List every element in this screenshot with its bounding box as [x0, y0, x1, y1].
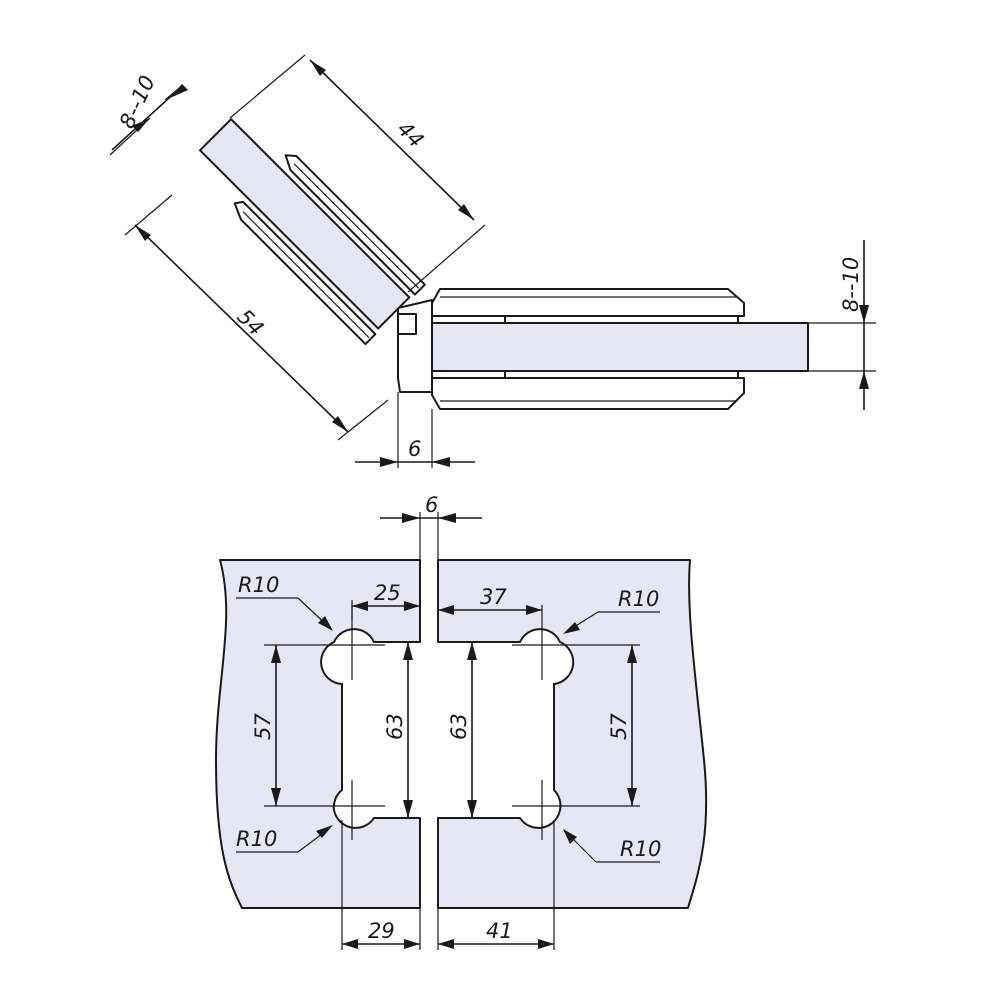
radius-top-left-label: R10 — [238, 573, 279, 597]
bottom-left-width-label: 29 — [368, 919, 395, 943]
left-hole-spacing-label: 57 — [251, 713, 275, 740]
dim-left-glass-thickness: 8--10 — [109, 72, 188, 156]
radius-bottom-left-label: R10 — [236, 827, 277, 851]
top-view: 8--10 8--10 44 54 — [109, 54, 876, 468]
dim-cutout-gap: 6 — [380, 493, 482, 560]
radius-top-right-label: R10 — [618, 587, 659, 611]
left-cutout-height-label: 63 — [383, 713, 407, 740]
dim-left-hole-spacing: 57 — [251, 644, 320, 807]
hinge-pin — [397, 313, 417, 335]
dim-top-right-width: 37 — [438, 585, 542, 615]
right-clamp-upper-plate — [431, 288, 745, 317]
cutout-gap-label: 6 — [425, 493, 438, 517]
dim-right-hole-spacing: 57 — [578, 644, 640, 807]
top-left-width-label: 25 — [374, 581, 401, 605]
dim-right-cutout-height: 63 — [442, 641, 520, 819]
dim-top-gap: 6 — [355, 392, 475, 468]
dim-right-glass-thickness: 8--10 — [808, 240, 876, 410]
right-glass-panel-cutout — [437, 559, 708, 909]
bottom-right-width-label: 41 — [486, 919, 513, 943]
right-glass-thickness-label: 8--10 — [839, 257, 863, 312]
dim-top-left-width: 25 — [351, 581, 420, 620]
right-clamp-lower-plate — [431, 377, 745, 410]
cutout-view: 6 25 37 R10 R10 — [215, 493, 708, 950]
leaf-length-label: 54 — [232, 305, 268, 341]
left-glass-panel — [215, 559, 421, 909]
radius-bottom-right-label: R10 — [620, 837, 661, 861]
right-hole-spacing-label: 57 — [607, 713, 631, 740]
angled-leaf — [199, 118, 426, 346]
angled-glass-panel — [199, 118, 411, 330]
dim-left-cutout-height: 63 — [374, 641, 416, 819]
dim-bottom-right-width: 41 — [437, 820, 555, 950]
right-glass-panel — [431, 322, 809, 372]
radius-leaders: R10 R10 R10 R10 — [236, 573, 661, 863]
left-glass-thickness-label: 8--10 — [115, 72, 160, 132]
top-right-width-label: 37 — [480, 585, 507, 609]
right-cutout-height-label: 63 — [447, 713, 471, 740]
top-gap-label: 6 — [408, 437, 421, 461]
clamp-length-label: 44 — [392, 117, 428, 153]
dim-bottom-left-width: 29 — [341, 820, 421, 950]
